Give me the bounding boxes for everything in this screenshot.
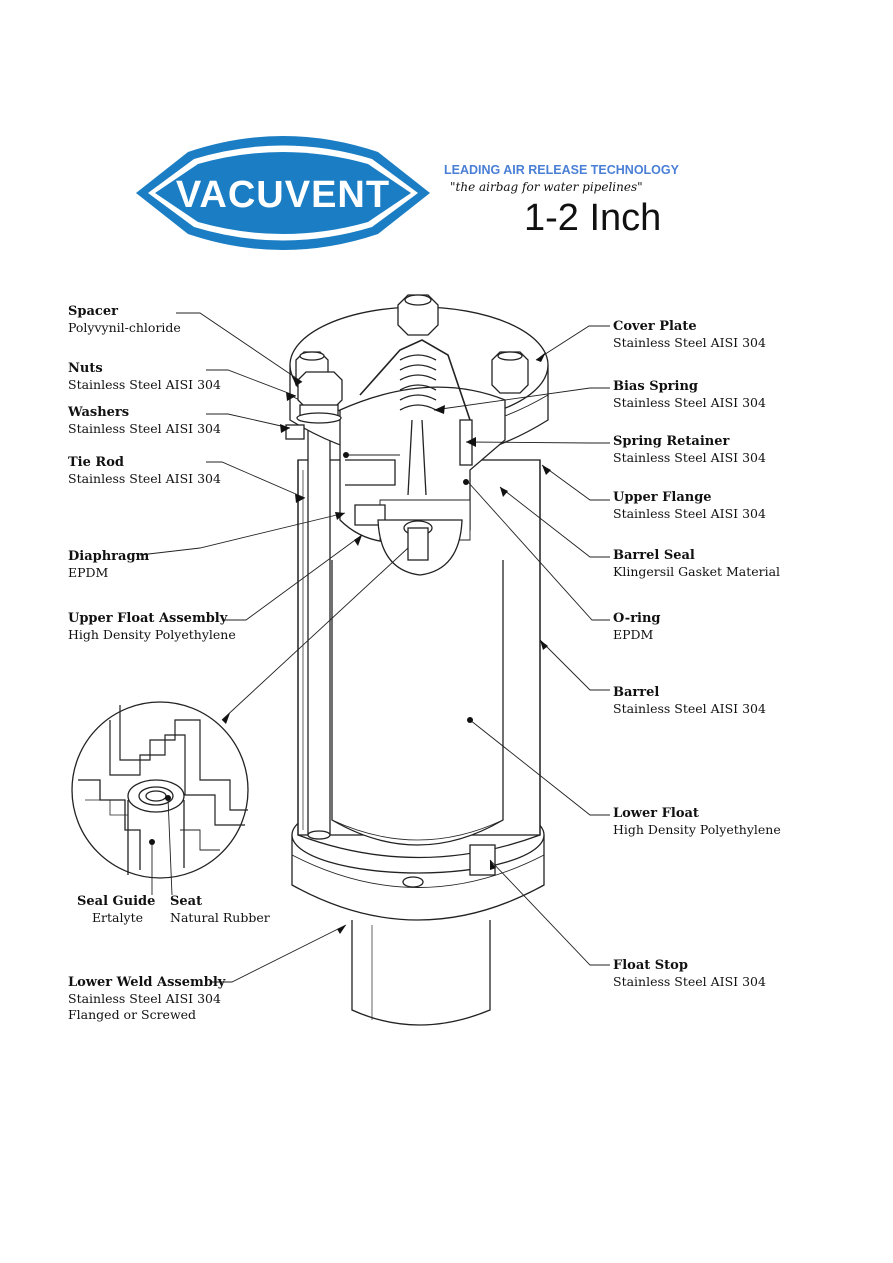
label-upper-float-material: High Density Polyethylene (68, 627, 236, 642)
label-lower-float-material: High Density Polyethylene (613, 822, 781, 837)
label-barrel: Barrel Stainless Steel AISI 304 (613, 685, 766, 717)
label-barrel-material: Stainless Steel AISI 304 (613, 701, 766, 716)
label-float-stop: Float Stop Stainless Steel AISI 304 (613, 958, 766, 990)
label-lower-weld: Lower Weld Assembly Stainless Steel AISI… (68, 975, 225, 1023)
detail-inset (71, 701, 249, 879)
label-diaphragm-material: EPDM (68, 565, 109, 580)
label-float-stop-material: Stainless Steel AISI 304 (613, 974, 766, 989)
label-diaphragm-name: Diaphragm (68, 549, 150, 564)
label-seat-name: Seat (170, 894, 203, 909)
vacuvent-logo: VACUVENT (136, 136, 430, 250)
label-bias-spring-name: Bias Spring (613, 379, 699, 394)
label-upper-float-name: Upper Float Assembly (68, 611, 228, 626)
label-float-stop-name: Float Stop (613, 958, 688, 973)
label-cover-plate: Cover Plate Stainless Steel AISI 304 (613, 319, 766, 351)
label-cover-plate-material: Stainless Steel AISI 304 (613, 335, 766, 350)
label-barrel-seal: Barrel Seal Klingersil Gasket Material (613, 548, 780, 580)
label-spring-retainer: Spring Retainer Stainless Steel AISI 304 (613, 434, 766, 466)
label-nuts-material: Stainless Steel AISI 304 (68, 377, 221, 392)
label-o-ring: O-ring EPDM (613, 611, 661, 643)
label-upper-flange-name: Upper Flange (613, 490, 712, 505)
label-spacer: Spacer Polyvynil-chloride (68, 304, 181, 336)
label-tie-rod-material: Stainless Steel AISI 304 (68, 471, 221, 486)
label-seal-guide-material: Ertalyte (91, 910, 143, 925)
label-bias-spring-material: Stainless Steel AISI 304 (613, 395, 766, 410)
label-tie-rod-name: Tie Rod (68, 455, 124, 470)
label-spring-retainer-material: Stainless Steel AISI 304 (613, 450, 766, 465)
label-nuts: Nuts Stainless Steel AISI 304 (68, 361, 221, 393)
label-diaphragm: Diaphragm EPDM (68, 549, 149, 581)
leader-lines (139, 312, 610, 983)
label-upper-flange: Upper Flange Stainless Steel AISI 304 (613, 490, 766, 522)
label-lower-weld-note: Flanged or Screwed (68, 1007, 197, 1022)
label-seat: Seat Natural Rubber (170, 894, 270, 926)
logo-text: VACUVENT (176, 174, 390, 216)
label-barrel-name: Barrel (613, 685, 660, 700)
label-washers-material: Stainless Steel AISI 304 (68, 421, 221, 436)
label-seal-guide: Seal Guide Ertalyte (77, 894, 156, 926)
label-barrel-seal-material: Klingersil Gasket Material (613, 564, 781, 579)
label-spacer-material: Polyvynil-chloride (68, 320, 181, 335)
label-seat-material: Natural Rubber (170, 910, 270, 925)
label-o-ring-material: EPDM (613, 627, 654, 642)
label-lower-weld-name: Lower Weld Assembly (68, 975, 226, 990)
label-barrel-seal-name: Barrel Seal (613, 548, 695, 563)
header-size: 1-2 Inch (524, 197, 662, 239)
label-washers-name: Washers (68, 405, 130, 420)
label-o-ring-name: O-ring (613, 611, 661, 626)
label-lower-float-name: Lower Float (613, 806, 699, 821)
label-lower-float: Lower Float High Density Polyethylene (613, 806, 781, 838)
label-lower-weld-material: Stainless Steel AISI 304 (68, 991, 221, 1006)
label-washers: Washers Stainless Steel AISI 304 (68, 405, 221, 437)
label-nuts-name: Nuts (68, 361, 103, 376)
label-tie-rod: Tie Rod Stainless Steel AISI 304 (68, 455, 221, 487)
label-seal-guide-name: Seal Guide (77, 894, 156, 909)
label-cover-plate-name: Cover Plate (613, 319, 697, 334)
label-upper-float: Upper Float Assembly High Density Polyet… (68, 611, 236, 643)
header-tagline: LEADING AIR RELEASE TECHNOLOGY (444, 163, 679, 177)
label-bias-spring: Bias Spring Stainless Steel AISI 304 (613, 379, 766, 411)
label-upper-flange-material: Stainless Steel AISI 304 (613, 506, 766, 521)
label-spacer-name: Spacer (68, 304, 118, 319)
label-spring-retainer-name: Spring Retainer (613, 434, 730, 449)
header-slogan: "the airbag for water pipelines" (450, 180, 643, 194)
